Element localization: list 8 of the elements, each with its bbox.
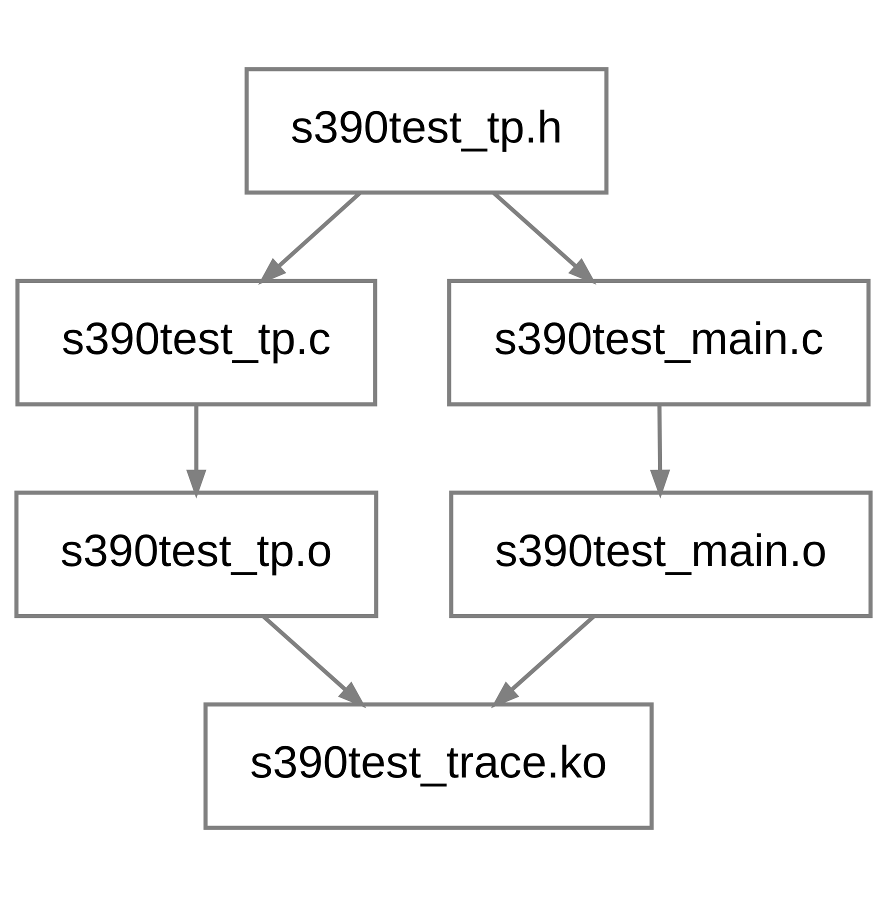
node-box: s390test_tp.c	[15, 278, 378, 406]
node-box: s390test_tp.o	[14, 490, 378, 618]
arrow	[650, 404, 670, 499]
node-box: s390test_main.c	[447, 278, 871, 406]
node-box: s390test_main.o	[449, 490, 873, 618]
arrow	[186, 404, 206, 499]
node-box: s390test_trace.ko	[204, 702, 654, 830]
node-box: s390test_tp.h	[244, 67, 608, 195]
